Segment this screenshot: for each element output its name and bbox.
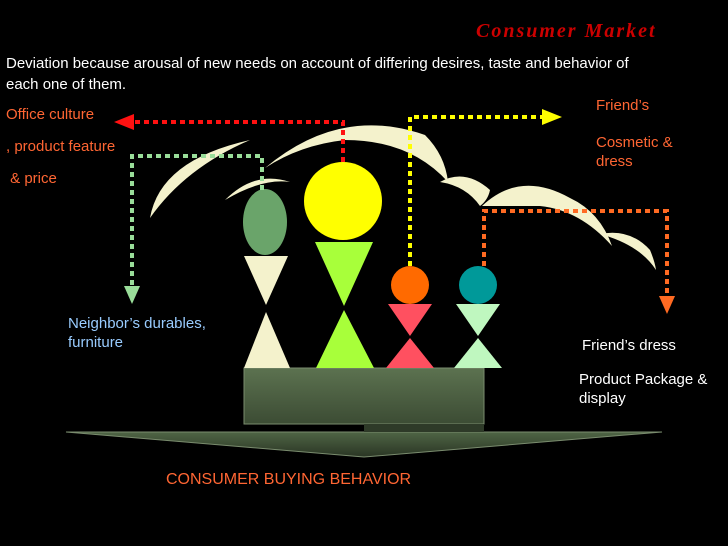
label-neighbor: Neighbor’s durables, furniture [68, 315, 206, 351]
leaf-shape [265, 125, 448, 182]
label-product-feature: , product feature [6, 138, 116, 155]
green-arrowhead [124, 286, 140, 304]
label-office-culture: Office culture [6, 106, 95, 123]
leaf-shape [150, 140, 250, 218]
yellow-dotted-connector [408, 115, 544, 266]
figure-body-bottom [454, 338, 502, 368]
figure-body-top [388, 304, 432, 336]
label-friends-dress: Friend’s dress [582, 337, 676, 354]
figure-body-top [456, 304, 500, 336]
figure-body-bottom [244, 312, 290, 368]
leaf-shape [482, 185, 612, 246]
platform-base-arrow [65, 431, 663, 458]
orange-dotted-connector [482, 209, 669, 296]
red-dotted-connector [132, 120, 345, 162]
figure-body-bottom [386, 338, 434, 368]
figure-head-green [243, 189, 287, 255]
label-friends: Friend’s [596, 97, 650, 114]
figure-head-orange [391, 266, 429, 304]
slide-title: Consumer Market [476, 20, 657, 42]
leaf-shape [225, 178, 290, 200]
green-dotted-connector [130, 154, 264, 288]
orange-arrowhead [659, 296, 675, 314]
platform-top [243, 367, 485, 425]
label-price: & price [6, 170, 57, 187]
intro-text: Deviation because arousal of new needs o… [6, 55, 629, 93]
leaf-shape [600, 232, 656, 270]
label-product-package: Product Package & display [579, 371, 708, 407]
figure-head-teal [459, 266, 497, 304]
platform-side [364, 424, 484, 432]
figure-body-top [315, 242, 373, 306]
figure-body-top [244, 256, 288, 305]
label-consumer-buying-behavior: CONSUMER BUYING BEHAVIOR [166, 471, 412, 488]
figure-head-yellow [304, 162, 382, 240]
red-arrowhead [114, 114, 134, 130]
leaf-shape [440, 176, 490, 206]
figure-body-bottom [316, 310, 374, 368]
label-cosmetic-dress: Cosmetic & dress [596, 134, 673, 170]
yellow-arrowhead [542, 109, 562, 125]
